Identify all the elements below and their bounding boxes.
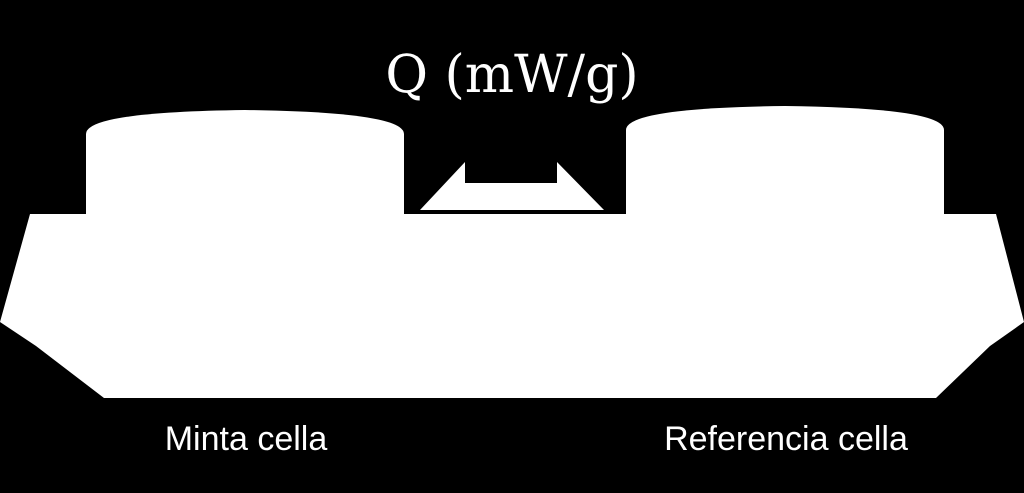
- reference-cell: [626, 106, 944, 216]
- heat-flow-arrow: [420, 162, 604, 210]
- heat-flow-title: Q (mW/g): [385, 45, 638, 105]
- sample-cell-label: Minta cella: [165, 420, 328, 458]
- reference-cell-label: Referencia cella: [664, 420, 908, 458]
- sample-cell: [86, 110, 404, 216]
- base-block: [0, 214, 1024, 398]
